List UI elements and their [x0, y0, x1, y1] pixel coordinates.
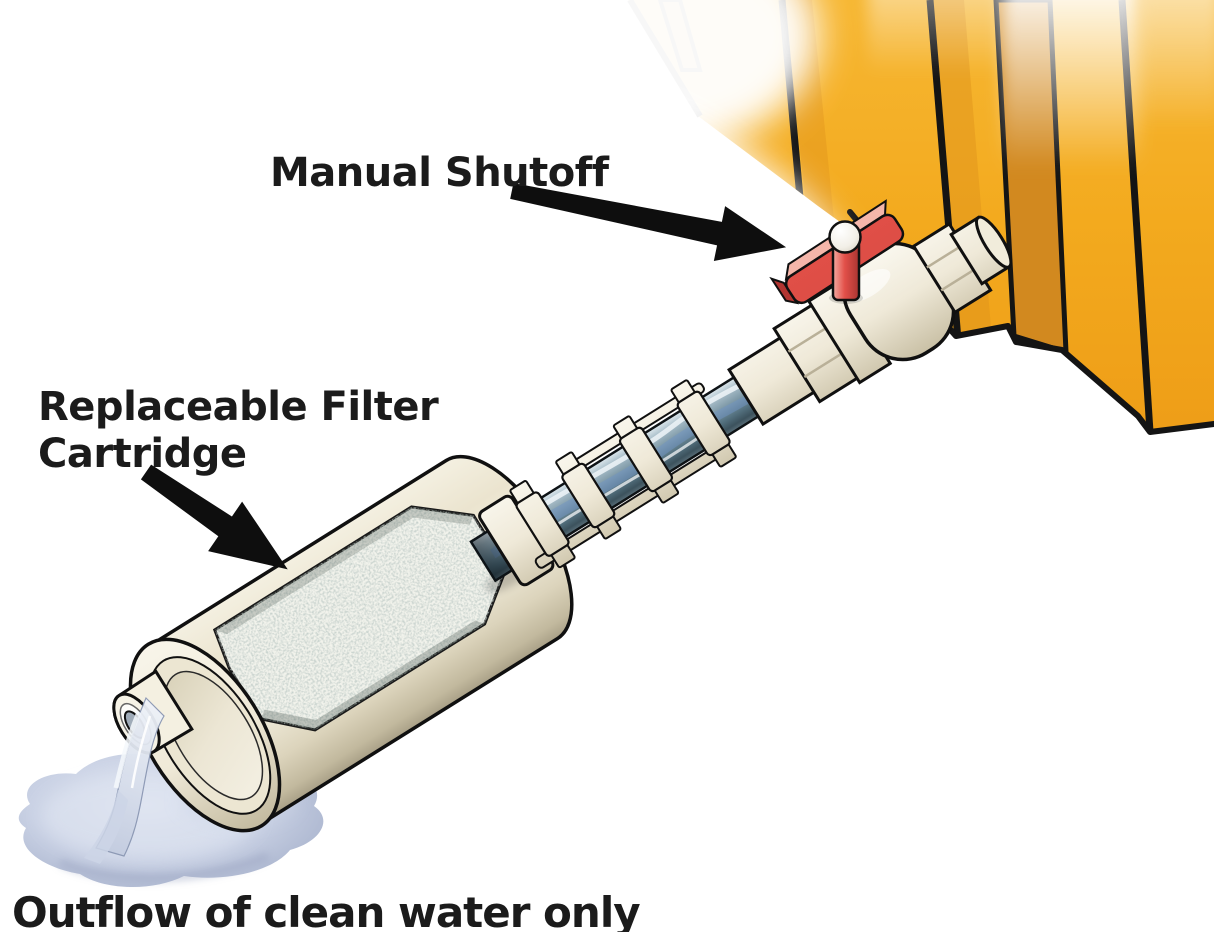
stream-rivulet	[84, 790, 128, 864]
arrow-to-filter	[140, 464, 288, 570]
end-cap-recess	[163, 670, 264, 801]
replaceable-filter-label-line2: Cartridge	[38, 431, 247, 477]
replaceable-filter-label: Replaceable Filter Cartridge	[38, 384, 439, 478]
manual-shutoff-label: Manual Shutoff	[270, 150, 609, 196]
stream-highlight	[113, 711, 142, 789]
valve-handle	[769, 199, 905, 305]
shutoff-valve	[727, 215, 1013, 427]
arrow-to-valve	[510, 183, 787, 262]
tube-fittings	[506, 376, 741, 572]
valve-nipple-end	[975, 215, 1013, 269]
handle-ball	[828, 220, 862, 254]
filter-media	[212, 505, 508, 732]
media-bottom-shadow	[260, 620, 485, 730]
fence-fade	[509, 0, 1214, 310]
outflow-label: Outflow of clean water only	[12, 888, 641, 932]
replaceable-filter-label-line1: Replaceable Filter	[38, 384, 439, 430]
stream-highlight	[130, 715, 152, 789]
media-top-shadow	[214, 506, 474, 635]
filter-end-cap	[112, 637, 282, 833]
filter-assembly	[112, 215, 1013, 833]
puddle-rim-shadow	[58, 852, 270, 882]
water-stream	[84, 696, 165, 864]
